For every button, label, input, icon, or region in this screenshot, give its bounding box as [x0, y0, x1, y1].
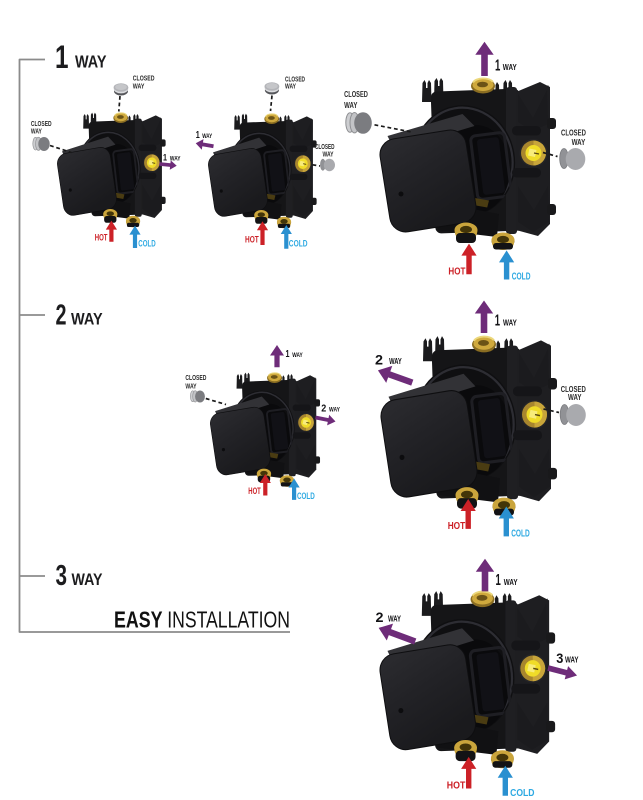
svg-text:WAY: WAY	[389, 357, 402, 366]
svg-text:COLD: COLD	[138, 239, 155, 249]
svg-text:WAY: WAY	[285, 84, 296, 91]
svg-text:WAY: WAY	[344, 101, 358, 110]
svg-text:3: 3	[556, 650, 563, 666]
svg-text:1: 1	[163, 152, 168, 163]
svg-text:WAY: WAY	[388, 615, 401, 624]
svg-text:WAY: WAY	[75, 52, 107, 72]
svg-text:WAY: WAY	[568, 393, 582, 402]
svg-text:HOT: HOT	[245, 235, 259, 245]
svg-text:1: 1	[495, 57, 501, 74]
svg-text:CLOSED: CLOSED	[344, 90, 368, 99]
svg-text:CLOSED: CLOSED	[315, 144, 335, 151]
svg-text:WAY: WAY	[170, 155, 181, 162]
svg-text:WAY: WAY	[323, 151, 334, 158]
svg-text:1: 1	[196, 130, 200, 141]
svg-text:HOT: HOT	[447, 780, 466, 792]
svg-text:1: 1	[496, 572, 502, 589]
svg-text:CLOSED: CLOSED	[561, 385, 586, 394]
svg-text:3: 3	[56, 560, 68, 592]
svg-text:1: 1	[286, 349, 290, 360]
svg-text:HOT: HOT	[448, 265, 465, 277]
svg-text:COLD: COLD	[289, 238, 308, 248]
svg-text:EASY: EASY	[114, 606, 163, 632]
svg-text:WAY: WAY	[202, 133, 212, 140]
svg-text:INSTALLATION: INSTALLATION	[167, 606, 290, 632]
svg-text:WAY: WAY	[572, 138, 586, 147]
svg-text:COLD: COLD	[297, 491, 315, 501]
svg-text:WAY: WAY	[503, 317, 517, 327]
svg-text:CLOSED: CLOSED	[31, 121, 52, 128]
svg-text:CLOSED: CLOSED	[133, 76, 155, 83]
svg-text:WAY: WAY	[71, 310, 103, 329]
svg-text:CLOSED: CLOSED	[561, 129, 586, 138]
svg-text:2: 2	[56, 300, 67, 332]
svg-text:COLD: COLD	[511, 527, 530, 539]
svg-text:WAY: WAY	[292, 352, 303, 359]
svg-text:2: 2	[375, 352, 383, 368]
svg-text:2: 2	[321, 404, 326, 415]
svg-text:WAY: WAY	[185, 384, 196, 391]
svg-text:COLD: COLD	[510, 787, 535, 799]
svg-text:HOT: HOT	[248, 486, 261, 496]
svg-text:WAY: WAY	[31, 129, 42, 136]
svg-text:CLOSED: CLOSED	[285, 77, 305, 84]
svg-text:WAY: WAY	[329, 407, 341, 414]
svg-text:COLD: COLD	[512, 271, 531, 283]
svg-text:CLOSED: CLOSED	[185, 375, 206, 382]
svg-text:1: 1	[55, 39, 69, 75]
svg-text:WAY: WAY	[504, 577, 518, 587]
svg-text:WAY: WAY	[503, 62, 517, 72]
svg-text:WAY: WAY	[565, 654, 579, 664]
svg-text:HOT: HOT	[95, 233, 108, 243]
svg-text:HOT: HOT	[448, 520, 466, 532]
svg-text:WAY: WAY	[72, 570, 104, 589]
svg-text:1: 1	[495, 313, 501, 330]
svg-text:2: 2	[376, 609, 384, 625]
svg-text:WAY: WAY	[133, 84, 145, 91]
